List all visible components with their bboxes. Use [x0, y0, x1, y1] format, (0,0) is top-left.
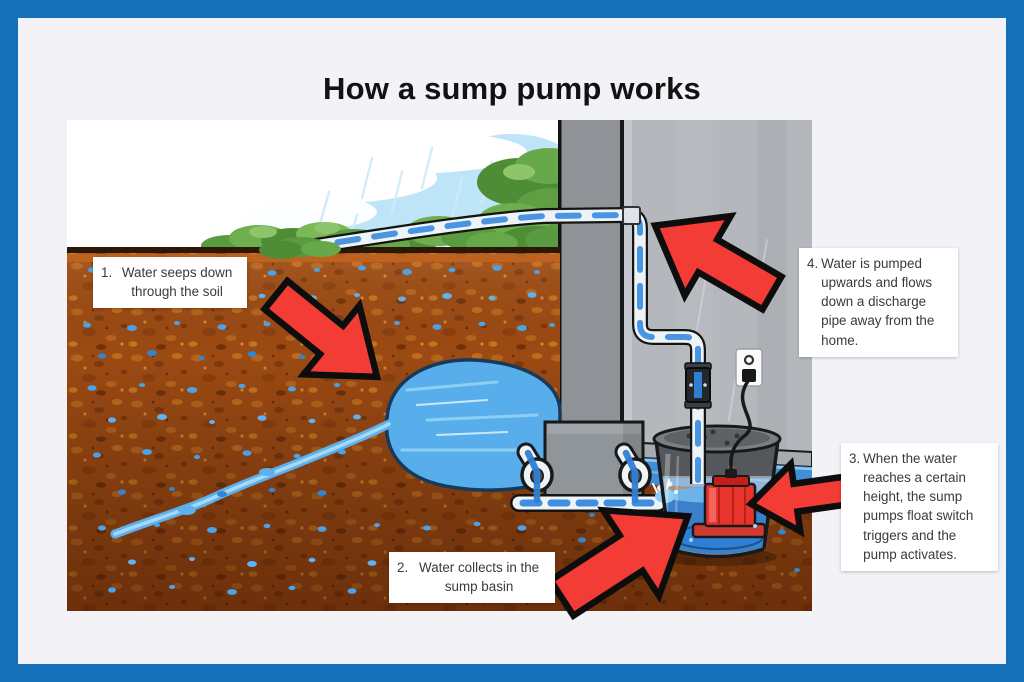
power-outlet	[735, 348, 763, 387]
step-1-label: 1. Water seeps down through the soil	[93, 257, 247, 309]
step-3-text: When the water reaches a certain height,…	[863, 451, 974, 562]
page-title: How a sump pump works	[323, 71, 701, 106]
step-1-number: 1.	[101, 265, 113, 280]
foundation-wall	[558, 120, 624, 460]
pipe-coupling	[622, 206, 641, 225]
interior-wall	[622, 120, 812, 460]
power-plug	[742, 369, 756, 382]
step-4-label: 4. Water is pumped upwards and flows dow…	[799, 248, 958, 357]
sump-basin	[652, 424, 782, 566]
power-cord	[729, 380, 752, 470]
step-3-label: 3. When the water reaches a certain heig…	[841, 443, 998, 571]
step-2-text: Water collects in the sump basin	[419, 560, 540, 595]
groundwater-pool	[384, 358, 562, 492]
step-1-text: Water seeps down through the soil	[121, 265, 233, 300]
sump-pump-illustration	[67, 120, 812, 611]
step-4-number: 4.	[807, 256, 819, 271]
shrub-over-pipe	[259, 237, 341, 259]
step-3-number: 3.	[849, 451, 861, 466]
water-stream	[110, 419, 394, 539]
check-valve	[684, 362, 712, 409]
step-4-text: Water is pumped upwards and flows down a…	[821, 256, 935, 348]
step-2-number: 2.	[397, 560, 409, 575]
step-2-label: 2. Water collects in the sump basin	[389, 552, 555, 604]
